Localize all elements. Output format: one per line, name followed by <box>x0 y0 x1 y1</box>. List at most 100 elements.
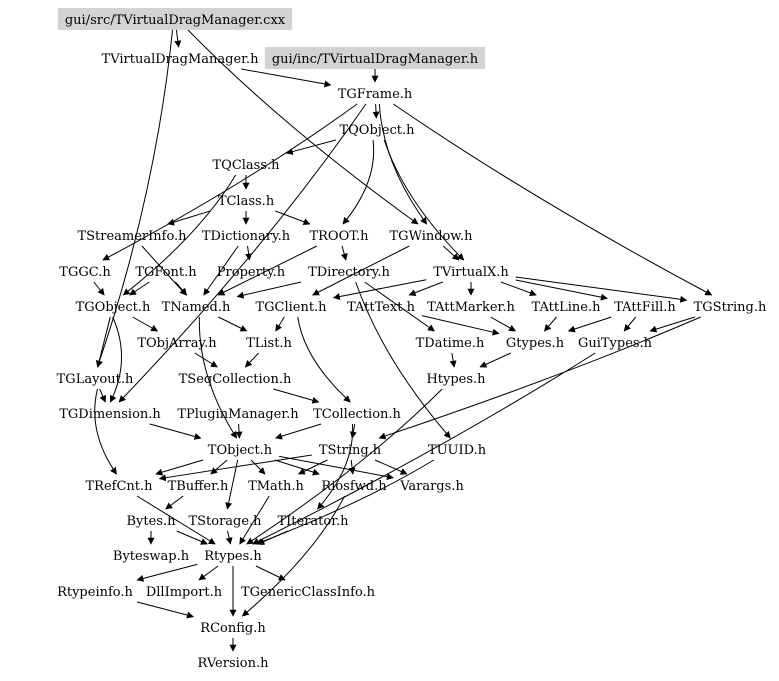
graph-node[interactable]: TStreamerInfo.h <box>77 229 187 244</box>
node-label: TRefCnt.h <box>85 479 153 494</box>
node-label: TAttFill.h <box>614 300 676 315</box>
graph-node[interactable]: TGDimension.h <box>59 407 161 422</box>
graph-node[interactable]: TClass.h <box>218 194 275 209</box>
graph-node[interactable]: TAttMarker.h <box>427 300 515 315</box>
dependency-edge <box>174 29 182 48</box>
node-label: Varargs.h <box>399 479 464 494</box>
graph-node[interactable]: TQObject.h <box>339 123 415 138</box>
dependency-edge <box>544 316 557 332</box>
dependency-edge <box>383 139 465 261</box>
node-label: TStreamerInfo.h <box>77 229 187 244</box>
graph-node[interactable]: RVersion.h <box>198 656 270 671</box>
graph-node[interactable]: TGWindow.h <box>390 229 474 244</box>
dependency-edge <box>250 459 266 475</box>
node-layer: gui/src/TVirtualDragManager.cxxTVirtualD… <box>57 8 767 671</box>
graph-node[interactable]: TUUID.h <box>428 443 487 458</box>
dependency-edge <box>225 530 233 545</box>
graph-node[interactable]: TPluginManager.h <box>177 407 299 422</box>
dependency-edge <box>129 281 150 296</box>
dependency-edge <box>149 423 202 440</box>
graph-node[interactable]: TRefCnt.h <box>85 479 153 494</box>
graph-node[interactable]: TDictionary.h <box>202 229 291 244</box>
graph-node[interactable]: TAttLine.h <box>532 300 602 315</box>
graph-node[interactable]: Varargs.h <box>399 479 464 494</box>
node-label: TDirectory.h <box>308 265 390 280</box>
graph-node[interactable]: TAttFill.h <box>614 300 676 315</box>
dependency-edge <box>500 281 537 297</box>
graph-node[interactable]: TDirectory.h <box>308 265 390 280</box>
node-label: TList.h <box>246 336 292 351</box>
dependency-edge <box>252 352 596 545</box>
graph-node[interactable]: GuiTypes.h <box>578 336 653 351</box>
dependency-edge <box>176 530 208 545</box>
graph-node[interactable]: TObject.h <box>208 443 273 458</box>
node-label: TGLayout.h <box>57 372 134 387</box>
dependency-edge <box>255 459 435 545</box>
graph-node[interactable]: TGGC.h <box>59 265 111 280</box>
graph-node[interactable]: TCollection.h <box>313 407 401 422</box>
graph-node[interactable]: DllImport.h <box>146 585 223 600</box>
graph-node[interactable]: Htypes.h <box>426 372 486 387</box>
graph-node[interactable]: TBuffer.h <box>168 479 229 494</box>
dependency-edge <box>408 281 443 296</box>
graph-node[interactable]: TAttText.h <box>347 300 416 315</box>
node-label: TAttLine.h <box>532 300 602 315</box>
node-label: TStorage.h <box>188 514 262 529</box>
graph-node[interactable]: TSeqCollection.h <box>179 372 292 387</box>
graph-node[interactable]: TDatime.h <box>416 336 485 351</box>
graph-node[interactable]: TVirtualX.h <box>433 265 509 280</box>
graph-node[interactable]: Byteswap.h <box>113 549 190 564</box>
graph-node[interactable]: TStorage.h <box>188 514 262 529</box>
dependency-edge <box>479 352 512 368</box>
dependency-edge <box>165 495 184 510</box>
graph-node[interactable]: Bytes.h <box>127 514 177 529</box>
graph-node[interactable]: TString.h <box>319 443 382 458</box>
graph-node[interactable]: Gtypes.h <box>506 336 565 351</box>
graph-node[interactable]: Property.h <box>217 265 286 280</box>
graph-node[interactable]: TList.h <box>246 336 292 351</box>
node-label: Rtypes.h <box>204 549 262 564</box>
graph-node[interactable]: TNamed.h <box>162 300 231 315</box>
graph-node[interactable]: TGFont.h <box>135 265 197 280</box>
graph-node[interactable]: Rtypes.h <box>204 549 262 564</box>
graph-node[interactable]: TGObject.h <box>76 300 151 315</box>
graph-node[interactable]: gui/inc/TVirtualDragManager.h <box>264 47 486 69</box>
dependency-edge <box>378 316 701 440</box>
dependency-edge <box>95 316 111 368</box>
graph-node[interactable]: TROOT.h <box>309 229 369 244</box>
graph-node[interactable]: Riosfwd.h <box>321 479 387 494</box>
dependency-edge <box>99 388 107 403</box>
graph-node[interactable]: TIterator.h <box>277 514 349 529</box>
dependency-edge <box>490 316 517 332</box>
graph-node[interactable]: TGClient.h <box>255 300 327 315</box>
dependency-edge <box>187 29 419 225</box>
node-label: TMath.h <box>248 479 304 494</box>
graph-node[interactable]: RConfig.h <box>200 621 266 636</box>
dependency-edge <box>245 245 253 261</box>
node-label: TGenericClassInfo.h <box>241 585 376 600</box>
graph-node[interactable]: TGFrame.h <box>338 87 413 102</box>
dependency-edge <box>274 459 320 476</box>
dependency-edge <box>217 245 318 296</box>
node-label: TGGC.h <box>59 265 111 280</box>
graph-node[interactable]: TGLayout.h <box>57 372 134 387</box>
graph-node[interactable]: TMath.h <box>248 479 304 494</box>
dependency-edge <box>175 281 188 296</box>
dependency-edge <box>449 352 457 368</box>
dependency-edge <box>210 459 228 475</box>
dependency-edge <box>109 316 122 403</box>
graph-node[interactable]: TVirtualDragManager.h <box>102 52 260 67</box>
node-label: Byteswap.h <box>113 549 190 564</box>
node-label: RVersion.h <box>198 656 270 671</box>
graph-node[interactable]: TGenericClassInfo.h <box>241 585 376 600</box>
dependency-edge <box>393 103 713 296</box>
graph-node[interactable]: gui/src/TVirtualDragManager.cxx <box>57 8 293 30</box>
graph-node[interactable]: Rtypeinfo.h <box>57 585 133 600</box>
graph-node[interactable]: TQClass.h <box>212 158 280 173</box>
graph-node[interactable]: TObjArray.h <box>137 336 217 351</box>
edge-layer <box>93 29 713 652</box>
node-label: TClass.h <box>218 194 275 209</box>
node-label: TUUID.h <box>428 443 487 458</box>
graph-node[interactable]: TGString.h <box>694 300 767 315</box>
node-label: TPluginManager.h <box>177 407 299 422</box>
